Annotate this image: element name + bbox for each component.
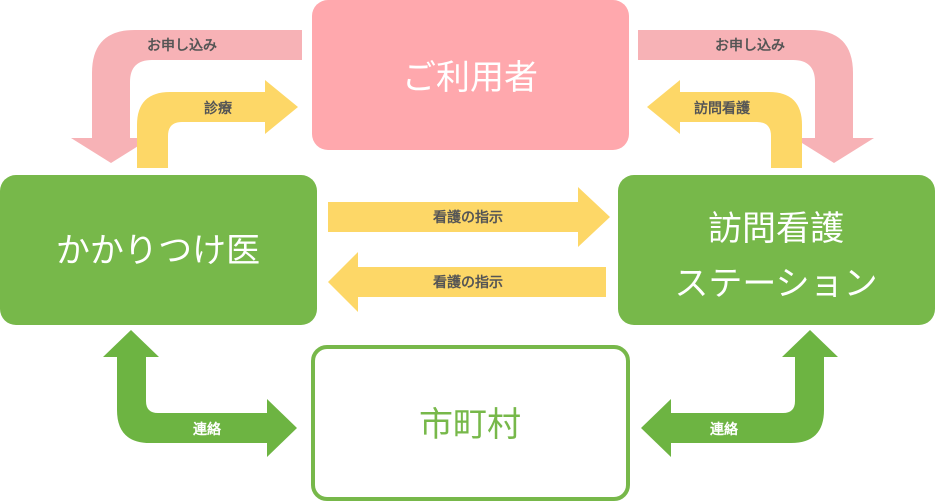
- contact-arrow-left-label: 連絡: [193, 421, 222, 438]
- user-node-label: ご利用者: [402, 58, 538, 98]
- municipality-node-label: 市町村: [419, 405, 521, 445]
- medical-care-arrow-label: 診療: [204, 100, 233, 117]
- contact-arrow-right-label: 連絡: [710, 421, 739, 438]
- station-node-label-line1: 訪問看護: [708, 209, 844, 249]
- apply-arrow-right-label: お申し込み: [715, 37, 785, 54]
- apply-arrow-left-label: お申し込み: [147, 37, 217, 54]
- contact-arrow-left: 連絡: [103, 330, 297, 457]
- station-node: 訪問看護 ステーション: [618, 175, 935, 325]
- user-node: ご利用者: [312, 0, 629, 150]
- municipality-node: 市町村: [311, 345, 630, 501]
- visit-nursing-arrow-label: 訪問看護: [694, 100, 751, 117]
- doctor-node-label: かかりつけ医: [56, 231, 260, 271]
- instruction-arrow-bottom-label: 看護の指示: [432, 274, 503, 291]
- apply-arrow-left: お申し込み: [71, 30, 302, 163]
- medical-care-arrow: 診療: [137, 80, 298, 168]
- instruction-arrow-top: 看護の指示: [328, 187, 610, 247]
- instruction-arrow-top-label: 看護の指示: [432, 209, 503, 226]
- contact-arrow-right: 連絡: [641, 330, 838, 457]
- instruction-arrow-bottom: 看護の指示: [328, 252, 606, 312]
- visit-nursing-arrow: 訪問看護: [647, 80, 802, 168]
- station-node-label-line2: ステーション: [674, 264, 877, 304]
- apply-arrow-right: お申し込み: [638, 30, 874, 163]
- doctor-node: かかりつけ医: [0, 175, 317, 325]
